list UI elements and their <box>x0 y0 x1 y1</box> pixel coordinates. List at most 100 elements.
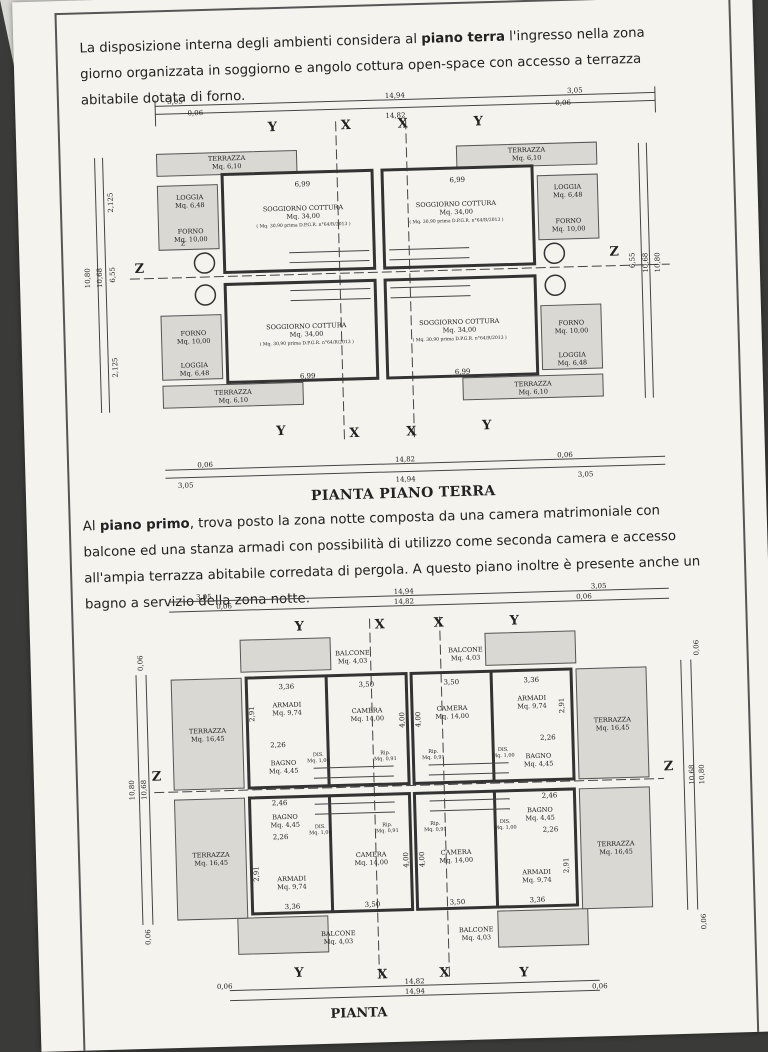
dim-side: 3,05 <box>167 98 183 106</box>
label-dis-area: Mq. 1,00 <box>307 758 330 765</box>
label-soggiorno: SOGGIORNO COTTURA <box>416 199 497 209</box>
label-dis: DIS. <box>500 819 511 825</box>
label-bagno-area: Mq. 4,45 <box>270 821 300 830</box>
dim-mid: 6,55 <box>109 267 117 283</box>
dim-w-cam: 3,50 <box>365 900 381 908</box>
dim-small: 0,06 <box>555 99 571 107</box>
label-terrazza-area: Mq. 6,10 <box>219 396 249 405</box>
label-note: ( Mq. 30,90 prima D.P.G.R. n°64/R/2013 ) <box>256 220 351 230</box>
label-terrazza: TERRAZZA <box>594 715 632 724</box>
label-rip: Rip. <box>430 821 441 827</box>
dim-d-arm: 2,91 <box>248 706 256 722</box>
cut-y: Y <box>472 114 483 129</box>
label-terrazza: TERRAZZA <box>597 839 635 848</box>
label-balcone: BALCONE <box>459 925 494 934</box>
label-rip: Rip. <box>380 750 391 756</box>
label-terrazza: TERRAZZA <box>208 154 246 163</box>
label-bagno-area: Mq. 4,45 <box>269 767 299 776</box>
dim-small: 0,06 <box>144 929 152 945</box>
label-rip-area: Mq. 0,91 <box>374 756 397 763</box>
label-rip: Rip. <box>428 749 439 755</box>
label-terrazza: TERRAZZA <box>508 146 546 155</box>
label-armadi-area: Mq. 9,74 <box>277 882 307 891</box>
dim-total-a: 14,94 <box>385 91 406 100</box>
label-forno-area: Mq. 10,00 <box>177 337 211 346</box>
dim-side: 3,05 <box>591 582 607 590</box>
label-loggia-area: Mq. 6,48 <box>175 201 205 210</box>
dim-small: 0,06 <box>576 592 592 600</box>
label-armadi-area: Mq. 9,74 <box>517 702 547 711</box>
dim-height-a: 10,80 <box>84 268 93 288</box>
label-forno: FORNO <box>180 329 206 338</box>
label-rip-area: Mq. 0,91 <box>424 827 447 834</box>
cut-x: X <box>439 965 450 980</box>
dim-w-arm: 3,36 <box>278 683 294 691</box>
label-camera-area: Mq. 14,00 <box>350 714 384 723</box>
dim-w-bag: 2,26 <box>543 825 559 833</box>
label-soggiorno-area: Mq. 34,00 <box>290 330 324 339</box>
dim-small: 0,06 <box>197 461 213 469</box>
label-terrazza: TERRAZZA <box>214 388 252 397</box>
dim-small: 0,06 <box>217 983 233 991</box>
label-forno-area: Mq. 10,00 <box>174 235 208 244</box>
dim-height-b: 10,68 <box>688 764 697 784</box>
cut-z: Z <box>609 244 619 259</box>
dim-small: 0,06 <box>216 602 232 610</box>
label-forno: FORNO <box>178 227 204 236</box>
dim-side: 3,05 <box>578 470 594 478</box>
cut-y: Y <box>267 120 278 135</box>
label-terrazza-area: Mq. 6,10 <box>512 154 542 163</box>
dim-total-b: 14,82 <box>385 111 405 120</box>
dim-d-cam: 4,00 <box>418 852 426 868</box>
label-loggia: LOGGIA <box>181 361 209 370</box>
cut-z: Z <box>152 769 162 784</box>
label-terrazza-area: Mq. 16,45 <box>599 847 633 856</box>
intro-text-1: La disposizione interna degli ambienti c… <box>79 31 422 57</box>
cut-x: X <box>377 967 388 982</box>
label-loggia-area: Mq. 6,48 <box>553 190 583 199</box>
label-note: ( Mq. 30,90 prima D.P.G.R. n°64/R/2013 ) <box>260 338 355 348</box>
label-soggiorno: SOGGIORNO COTTURA <box>266 321 347 331</box>
label-camera-area: Mq. 14,00 <box>435 712 469 721</box>
dim-w-cam: 3,50 <box>443 678 459 686</box>
label-rip-area: Mq. 0,91 <box>376 828 399 835</box>
dim-total-a: 14,94 <box>405 987 426 996</box>
intro-bold: piano terra <box>421 29 506 47</box>
dim-part: 2,125 <box>111 357 120 377</box>
label-terrazza: TERRAZZA <box>189 727 227 736</box>
dim-total-b: 14,82 <box>394 597 414 606</box>
label-terrazza: TERRAZZA <box>192 851 230 860</box>
cut-x: X <box>349 426 360 441</box>
label-dis: DIS. <box>498 747 509 753</box>
ff-text-1: Al <box>82 519 101 535</box>
first-floor-plan: BALCONE Mq. 4,03 BALCONE Mq. 4,03 BALCON… <box>128 582 708 1022</box>
label-soggiorno-area: Mq. 34,00 <box>439 208 473 217</box>
label-soggiorno-area: Mq. 34,00 <box>286 212 320 221</box>
dim-total-a: 14,94 <box>394 587 415 596</box>
dim-width-room: 6,99 <box>449 176 465 184</box>
dim-total-b: 14,82 <box>405 977 425 986</box>
label-armadi: ARMADI <box>516 694 546 703</box>
dim-width-room: 6,99 <box>294 180 310 188</box>
dim-small: 0,06 <box>557 451 573 459</box>
label-balcone: BALCONE <box>321 929 356 938</box>
label-bagno: BAGNO <box>527 806 553 815</box>
dim-small: 0,06 <box>692 639 700 655</box>
label-loggia: LOGGIA <box>176 193 204 202</box>
dim-height-a: 10,80 <box>698 764 707 784</box>
label-terrazza-area: Mq. 6,10 <box>212 162 242 171</box>
dim-w-bag2: 2,46 <box>272 799 288 807</box>
cut-y: Y <box>293 966 304 981</box>
dim-side: 3,05 <box>567 86 583 94</box>
cut-x: X <box>374 617 385 632</box>
cut-x: X <box>397 116 408 131</box>
label-dis-area: Mq. 1,00 <box>309 830 332 837</box>
label-bagno: BAGNO <box>525 752 551 761</box>
svg-text:Z: Z <box>181 241 185 248</box>
label-loggia: LOGGIA <box>558 350 586 359</box>
label-forno: FORNO <box>555 217 581 226</box>
label-dis: DIS. <box>315 824 326 830</box>
ground-floor-plan: Z TERRAZZA Mq. 6,10 TERRAZZA Mq. 6,10 TE… <box>84 86 670 490</box>
dim-small: 0,06 <box>136 655 144 671</box>
label-camera-area: Mq. 14,00 <box>439 856 473 865</box>
